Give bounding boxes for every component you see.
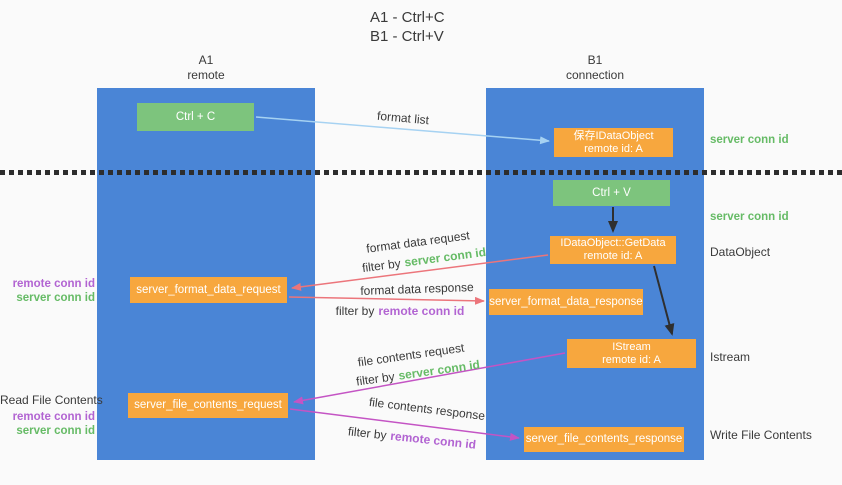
istream-side-label: Istream — [710, 350, 751, 364]
server-format-data-request-label: server_format_data_request — [136, 283, 281, 296]
istream-line1: IStream — [612, 340, 651, 353]
arrow-getdata-to-istream — [653, 265, 675, 336]
lane-b1-name: B1 — [587, 53, 603, 67]
istream-box: IStream remote id: A — [567, 339, 696, 368]
server-conn-id-label-2: server conn id — [16, 425, 95, 437]
lane-header-b1: B1 connection — [486, 53, 704, 83]
diagram-title: A1 - Ctrl+C B1 - Ctrl+V — [370, 8, 445, 46]
arrow-file-contents-response — [289, 408, 520, 441]
ctrl-c-box: Ctrl + C — [137, 103, 254, 131]
server-file-contents-request-label: server_file_contents_request — [134, 399, 282, 411]
lane-header-a1: A1 remote — [97, 53, 315, 83]
remote-conn-id-label-1: remote conn id — [12, 278, 95, 290]
server-file-contents-request-box: server_file_contents_request — [128, 393, 288, 418]
arrow-format-list — [255, 116, 550, 145]
dataobject-label: DataObject — [710, 245, 771, 259]
server-format-data-response-box: server_format_data_response — [489, 289, 643, 315]
server-conn-id-label-top: server conn id — [710, 134, 789, 146]
remote-conn-id-text: remote conn id — [378, 304, 465, 318]
save-dataobject-box: 保存IDataObject remote id: A — [554, 128, 673, 157]
server-conn-id-label-mid: server conn id — [710, 211, 789, 223]
server-file-contents-response-box: server_file_contents_response — [524, 427, 684, 452]
save-dataobject-line1: 保存IDataObject — [573, 129, 654, 142]
server-file-contents-response-label: server_file_contents_response — [525, 433, 683, 445]
ctrl-v-box: Ctrl + V — [553, 180, 670, 206]
getdata-box: IDataObject::GetData remote id: A — [550, 236, 676, 264]
arrow-file-contents-request — [293, 352, 566, 405]
save-dataobject-line2: remote id: A — [584, 142, 643, 155]
copy-paste-separator-line — [0, 170, 842, 175]
lane-a1-name: A1 — [198, 53, 214, 67]
read-file-contents-label: Read File Contents — [0, 393, 103, 407]
server-conn-id-label-1: server conn id — [16, 292, 95, 304]
arrow-format-data-request — [291, 254, 549, 291]
lane-b1-role: connection — [565, 68, 625, 82]
title-line-2: B1 - Ctrl+V — [370, 28, 444, 45]
remote-conn-id-label-2: remote conn id — [12, 411, 95, 423]
server-format-data-request-box: server_format_data_request — [130, 277, 287, 303]
ctrl-v-label: Ctrl + V — [592, 186, 631, 199]
title-line-1: A1 - Ctrl+C — [370, 9, 445, 26]
arrow-format-data-response — [288, 296, 485, 305]
server-format-data-response-label: server_format_data_response — [489, 295, 643, 308]
lane-a1-role: remote — [187, 68, 225, 82]
ctrl-c-label: Ctrl + C — [175, 110, 216, 123]
getdata-line1: IDataObject::GetData — [560, 237, 666, 249]
istream-line2: remote id: A — [602, 353, 661, 366]
filter-by-text: filter by — [335, 304, 375, 318]
getdata-line2: remote id: A — [583, 250, 643, 262]
write-file-contents-label: Write File Contents — [710, 428, 812, 442]
